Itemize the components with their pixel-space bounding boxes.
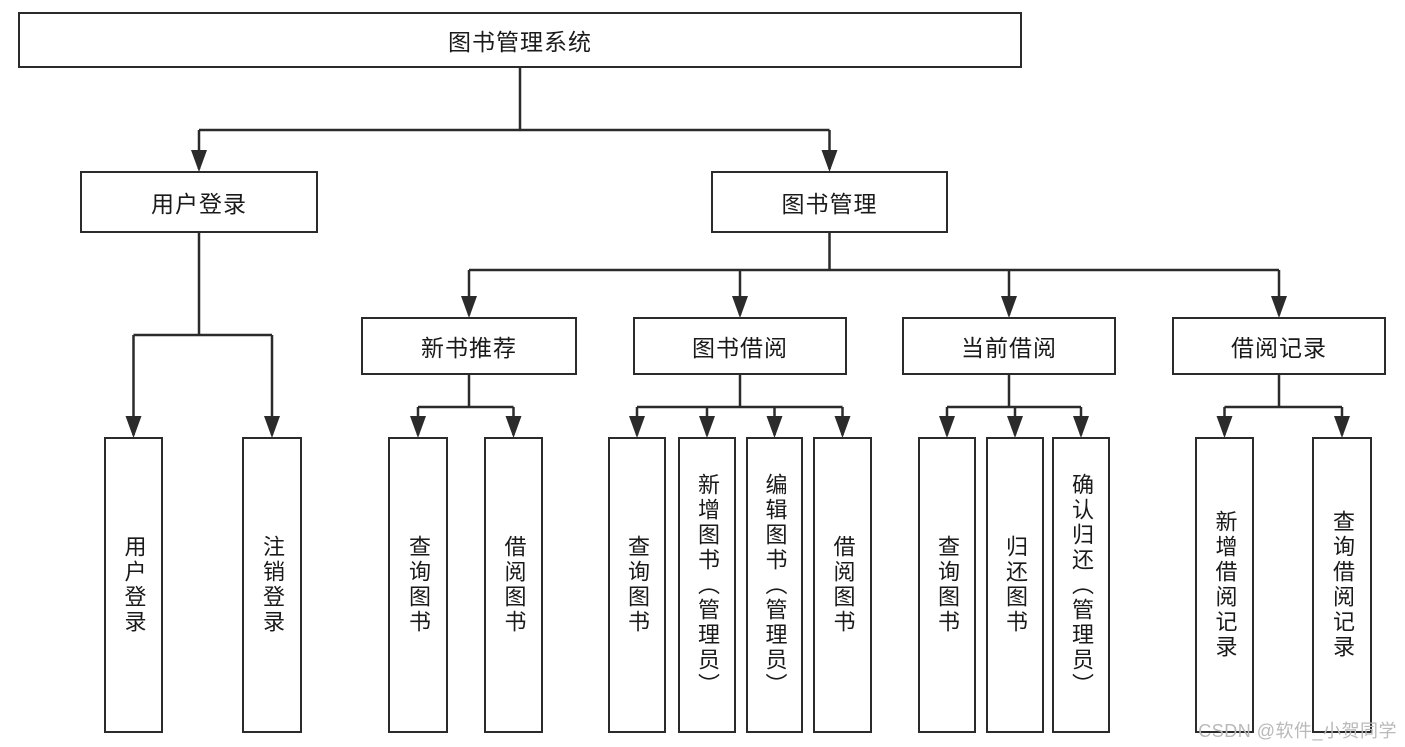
node-leaf-add-record[interactable]: 新增借阅记录: [1195, 437, 1254, 733]
node-borrow-record[interactable]: 借阅记录: [1172, 317, 1386, 375]
node-label: 归还图书: [1003, 535, 1028, 635]
node-book-manage[interactable]: 图书管理: [711, 171, 948, 233]
node-label: 新书推荐: [421, 335, 517, 361]
arrow-head: [939, 416, 955, 438]
node-label: 借阅图书: [501, 535, 527, 635]
arrow-head: [629, 416, 645, 438]
arrow-head: [125, 416, 142, 438]
node-leaf-add-book[interactable]: 新增图书（管理员）: [678, 437, 736, 733]
arrow-head: [1334, 416, 1350, 438]
node-current-borrow[interactable]: 当前借阅: [902, 317, 1116, 375]
arrow-head: [461, 296, 477, 318]
arrow-head: [191, 150, 207, 172]
node-leaf-query-book-1[interactable]: 查询图书: [388, 437, 448, 733]
node-label: 编辑图书（管理员）: [762, 472, 788, 698]
node-label: 新增图书（管理员）: [695, 472, 720, 698]
node-new-book-rec[interactable]: 新书推荐: [361, 317, 577, 375]
node-root[interactable]: 图书管理系统: [18, 12, 1022, 68]
watermark: CSDN @软件_小贺同学: [1198, 721, 1397, 741]
node-leaf-user-login[interactable]: 用户登录: [104, 437, 163, 733]
arrow-head: [699, 416, 715, 438]
node-leaf-query-book-2[interactable]: 查询图书: [608, 437, 666, 733]
arrow-head: [1001, 296, 1017, 318]
node-label: 图书管理: [781, 191, 878, 217]
node-label: 新增借阅记录: [1212, 510, 1238, 660]
node-label: 用户登录: [121, 535, 147, 635]
node-label: 用户登录: [151, 191, 247, 217]
node-label: 当前借阅: [961, 335, 1057, 361]
arrow-head: [1007, 416, 1023, 438]
node-label: 图书借阅: [692, 335, 788, 361]
node-label: 图书管理系统: [448, 29, 592, 55]
arrow-head: [1073, 416, 1089, 438]
node-leaf-query-record[interactable]: 查询借阅记录: [1312, 437, 1372, 733]
arrow-head: [1216, 416, 1233, 438]
node-leaf-confirm-return[interactable]: 确认归还（管理员）: [1052, 437, 1110, 733]
node-label: 查询借阅记录: [1330, 510, 1355, 660]
arrow-head: [264, 416, 280, 438]
arrow-head: [821, 150, 838, 172]
node-label: 确认归还（管理员）: [1069, 472, 1094, 698]
node-label: 查询图书: [625, 535, 650, 635]
node-leaf-borrow-book-2[interactable]: 借阅图书: [813, 437, 872, 733]
arrow-head: [505, 416, 522, 438]
arrow-head: [834, 416, 851, 438]
arrow-head: [1271, 296, 1287, 318]
node-leaf-query-book-3[interactable]: 查询图书: [918, 437, 976, 733]
node-book-borrow[interactable]: 图书借阅: [633, 317, 847, 375]
node-leaf-edit-book[interactable]: 编辑图书（管理员）: [746, 437, 803, 733]
node-label: 借阅记录: [1231, 335, 1327, 361]
node-label: 查询图书: [406, 535, 431, 635]
arrow-head: [410, 416, 426, 438]
node-user-login[interactable]: 用户登录: [80, 171, 318, 233]
arrow-head: [766, 416, 783, 438]
node-label: 借阅图书: [830, 535, 856, 635]
arrow-head: [732, 296, 748, 318]
node-leaf-borrow-book-1[interactable]: 借阅图书: [484, 437, 543, 733]
node-leaf-return-book[interactable]: 归还图书: [986, 437, 1044, 733]
node-leaf-logout[interactable]: 注销登录: [242, 437, 302, 733]
node-label: 注销登录: [260, 535, 285, 635]
node-label: 查询图书: [935, 535, 960, 635]
